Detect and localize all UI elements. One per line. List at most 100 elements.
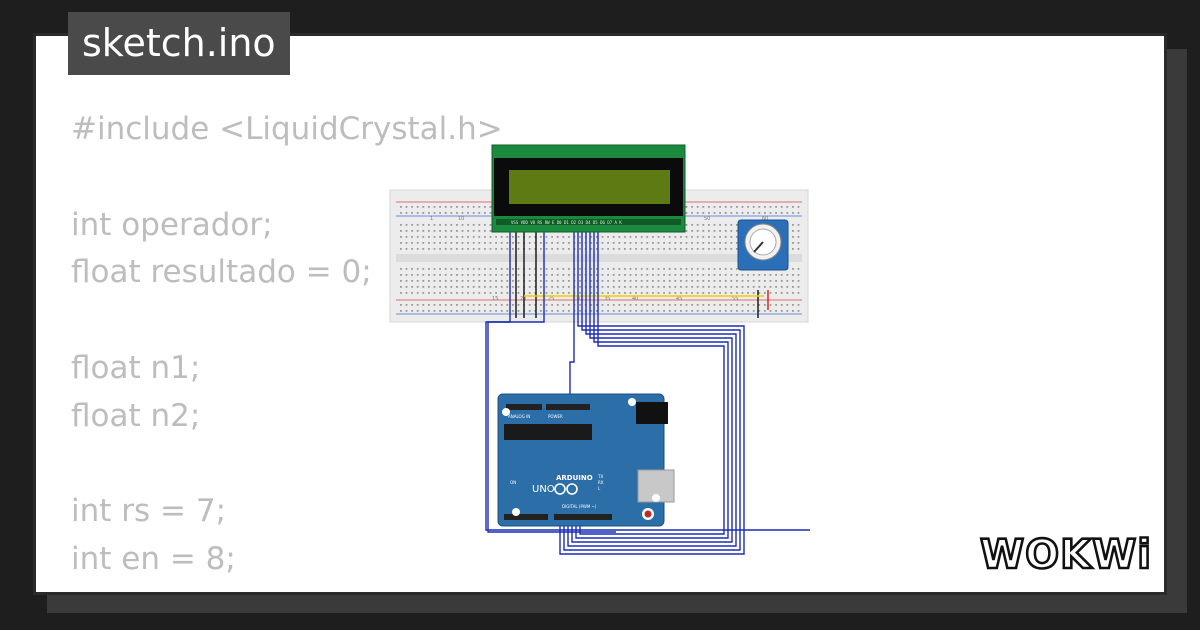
breadboard-hole [517, 310, 520, 312]
code-line: int d4 = 9; [71, 584, 503, 592]
breadboard-hole [629, 236, 632, 238]
breadboard-hole [747, 286, 749, 288]
breadboard-hole [562, 274, 565, 276]
breadboard-hole [680, 304, 682, 306]
breadboard-hole [596, 268, 598, 270]
breadboard-hole [512, 310, 514, 312]
breadboard-hole [685, 242, 688, 244]
breadboard-hole [484, 286, 486, 288]
breadboard-hole [428, 268, 430, 270]
breadboard-hole [495, 274, 497, 276]
breadboard-hole [495, 310, 497, 312]
breadboard-hole [730, 268, 733, 270]
breadboard-hole [472, 304, 475, 306]
breadboard-hole [736, 280, 738, 282]
breadboard-hole [579, 280, 581, 282]
breadboard-hole [696, 236, 699, 238]
breadboard-hole [792, 274, 794, 276]
breadboard-hole [635, 236, 637, 238]
breadboard-hole [640, 248, 643, 250]
breadboard-hole [691, 268, 693, 270]
breadboard-hole [467, 292, 469, 294]
breadboard-hole [456, 310, 458, 312]
breadboard-hole [797, 310, 800, 312]
breadboard-hole [467, 212, 469, 214]
breadboard-hole [685, 304, 688, 306]
breadboard-hole [416, 224, 419, 226]
breadboard-hole [668, 310, 671, 312]
breadboard-hole [657, 310, 660, 312]
breadboard-hole [467, 236, 469, 238]
breadboard-hole [702, 224, 705, 226]
breadboard-hole [512, 236, 514, 238]
breadboard-hole [618, 286, 621, 288]
breadboard-hole [444, 304, 447, 306]
breadboard-hole [411, 248, 413, 250]
breadboard-hole [685, 268, 688, 270]
breadboard-hole [528, 286, 531, 288]
breadboard-hole [556, 236, 559, 238]
breadboard-hole [797, 224, 800, 226]
breadboard-hole [495, 280, 497, 282]
breadboard-hole [545, 242, 548, 244]
breadboard-hole [769, 286, 772, 288]
breadboard-hole [730, 292, 733, 294]
breadboard-hole [506, 268, 509, 270]
breadboard-hole [596, 304, 598, 306]
breadboard-hole [775, 304, 777, 306]
breadboard-hole [696, 280, 699, 282]
breadboard-hole [668, 304, 671, 306]
breadboard-hole [758, 274, 761, 276]
breadboard-hole [472, 268, 475, 270]
breadboard-hole [456, 236, 458, 238]
breadboard-hole [713, 292, 716, 294]
breadboard-hole [545, 286, 548, 288]
breadboard-hole [540, 280, 542, 282]
breadboard-hole [540, 292, 542, 294]
breadboard-hole [730, 242, 733, 244]
breadboard-hole [657, 236, 660, 238]
breadboard-hole [792, 280, 794, 282]
breadboard-hole [713, 274, 716, 276]
breadboard-hole [411, 292, 413, 294]
breadboard-hole [758, 206, 761, 208]
breadboard-hole [450, 224, 453, 226]
breadboard-hole [405, 280, 408, 282]
breadboard-hole [730, 230, 733, 232]
breadboard-hole [719, 206, 721, 208]
breadboard-hole [607, 274, 609, 276]
breadboard-hole [512, 280, 514, 282]
breadboard-hole [696, 242, 699, 244]
breadboard-hole [450, 230, 453, 232]
breadboard-hole [708, 248, 710, 250]
breadboard-hole [500, 236, 503, 238]
breadboard-hole [601, 236, 604, 238]
breadboard-hole [646, 274, 649, 276]
breadboard-hole [551, 310, 553, 312]
breadboard-hole [741, 286, 744, 288]
code-line: int operador; [71, 206, 273, 243]
breadboard-hole [405, 242, 408, 244]
breadboard-hole [484, 292, 486, 294]
breadboard-hole [601, 274, 604, 276]
breadboard-hole [624, 236, 626, 238]
breadboard-hole [444, 230, 447, 232]
breadboard-hole [724, 236, 727, 238]
breadboard-number: 15 [492, 296, 498, 302]
breadboard-hole [478, 230, 481, 232]
breadboard-hole [741, 280, 744, 282]
breadboard-hole [741, 212, 744, 214]
breadboard-hole [786, 310, 789, 312]
breadboard-hole [685, 286, 688, 288]
breadboard-hole [540, 236, 542, 238]
breadboard-hole [747, 212, 749, 214]
breadboard-hole [797, 286, 800, 288]
breadboard-hole [730, 286, 733, 288]
breadboard-hole [618, 280, 621, 282]
breadboard-hole [685, 274, 688, 276]
breadboard-hole [428, 274, 430, 276]
breadboard-hole [439, 310, 441, 312]
breadboard-hole [736, 224, 738, 226]
breadboard-hole [590, 292, 593, 294]
breadboard-hole [612, 274, 615, 276]
